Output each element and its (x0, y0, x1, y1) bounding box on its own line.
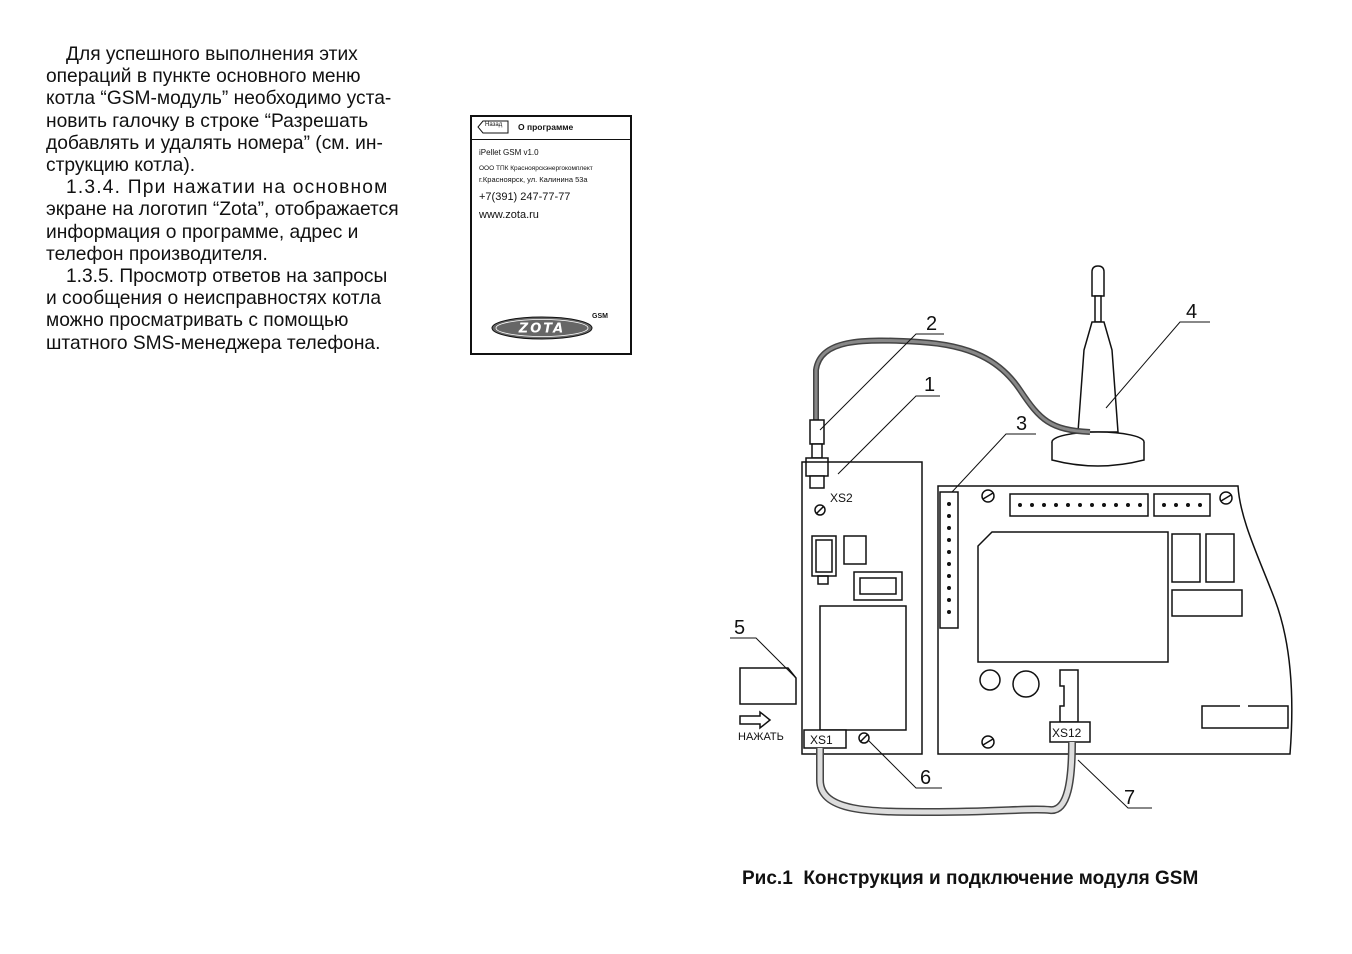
text-line: 1.3.5. Просмотр ответов на запросы (66, 266, 388, 288)
callout-2: 2 (926, 313, 937, 335)
text-line: и сообщения о неисправностях котла (46, 288, 382, 310)
company-address: г.Красноярск, ул. Калинина 53а (479, 175, 588, 184)
body-text: Для успешного выполнения этих операций в… (46, 44, 456, 355)
xs1-label: XS1 (810, 733, 833, 747)
screen-title: О программе (518, 122, 574, 132)
leader-1 (837, 395, 940, 475)
leader-7 (1077, 759, 1152, 809)
phone-number: +7(391) 247-77-77 (479, 191, 571, 203)
antenna-tip (1091, 265, 1105, 297)
company-name: ООО ТПК Красноярскэнергокомплект (479, 165, 593, 172)
antenna-base (1051, 442, 1145, 467)
gsm-module-board (801, 461, 923, 755)
screen-body: iPellet GSM v1.0 ООО ТПК Красноярскэнерг… (472, 140, 630, 227)
figure-caption: Рис.1 Конструкция и подключение модуля G… (742, 868, 1199, 889)
text-line: штатного SMS-менеджера телефона. (46, 332, 381, 354)
text-line: котла “GSM-модуль” необходимо уста- (46, 88, 392, 110)
push-label: НАЖАТЬ (738, 731, 784, 743)
xs2-label: XS2 (830, 491, 853, 505)
controller-chip (977, 531, 1169, 663)
app-version: iPellet GSM v1.0 (479, 148, 539, 157)
zota-logo-icon: ZOTA GSM (491, 313, 608, 340)
leader-2 (819, 333, 944, 431)
xs12-label: XS12 (1052, 726, 1082, 740)
callout-6: 6 (920, 767, 931, 789)
text-line: 1.3.4. При нажатии на основном (66, 177, 389, 199)
leader-6 (867, 739, 942, 789)
text-line: можно просматривать с помощью (46, 310, 349, 332)
text-line: новить галочку в строке “Разрешать (46, 110, 369, 132)
back-arrow-icon (477, 120, 509, 134)
xs1-connector (803, 729, 847, 749)
website: www.zota.ru (479, 209, 539, 221)
leader-3 (951, 433, 1036, 493)
screen-header: Назад О программе (472, 117, 630, 140)
callout-7: 7 (1124, 787, 1135, 809)
callout-1: 1 (924, 374, 935, 396)
text-line: информация о программе, адрес и (46, 221, 359, 243)
text-line: струкцию котла). (46, 155, 196, 177)
controller-board (937, 485, 1293, 755)
text-line: операций в пункте основного меню (46, 66, 361, 88)
text-line: телефон производителя. (46, 243, 268, 265)
gsm-module-diagram: 1 2 3 4 5 6 7 XS2 XS1 XS12 НАЖАТЬ (730, 265, 1293, 817)
data-cable (816, 741, 1076, 817)
text-line: экране на логотип “Zota”, отображается (46, 199, 399, 221)
push-arrow-icon (739, 710, 772, 730)
text-line: добавлять и удалять номера” (см. ин- (46, 132, 383, 154)
callout-5: 5 (734, 617, 745, 639)
back-button-label: Назад (485, 122, 503, 128)
logo-text: ZOTA (518, 322, 565, 337)
callout-4: 4 (1186, 301, 1197, 323)
antenna-mast (1094, 295, 1102, 323)
leader-5 (730, 637, 797, 679)
antenna-cone (1077, 321, 1119, 433)
callout-3: 3 (1016, 413, 1027, 435)
logo-badge: GSM (592, 313, 608, 320)
gsm-chip (819, 605, 907, 731)
leader-4 (1105, 321, 1210, 409)
text-line: Для успешного выполнения этих (66, 44, 358, 65)
phone-screen-illustration: Назад О программе iPellet GSM v1.0 ООО Т… (470, 115, 632, 355)
sim-card (739, 667, 797, 705)
antenna-cable (813, 337, 1091, 435)
